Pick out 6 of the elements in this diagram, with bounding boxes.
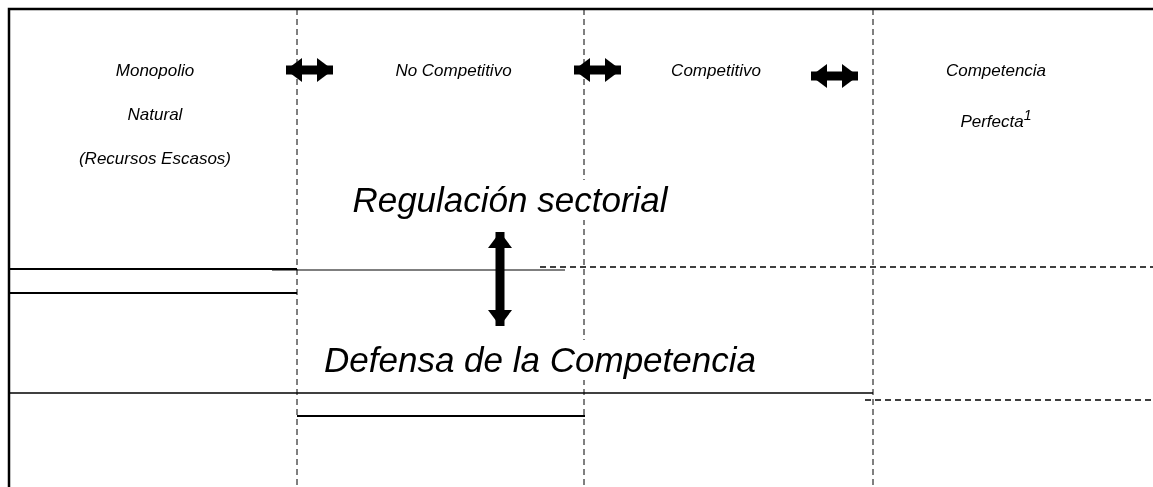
double-arrow (488, 232, 512, 326)
double-arrow (574, 58, 621, 82)
double-arrow (811, 64, 858, 88)
double-arrow (286, 58, 333, 82)
policy-label: Defensa de la Competencia (324, 340, 756, 380)
policy-label: Regulación sectorial (352, 180, 668, 220)
